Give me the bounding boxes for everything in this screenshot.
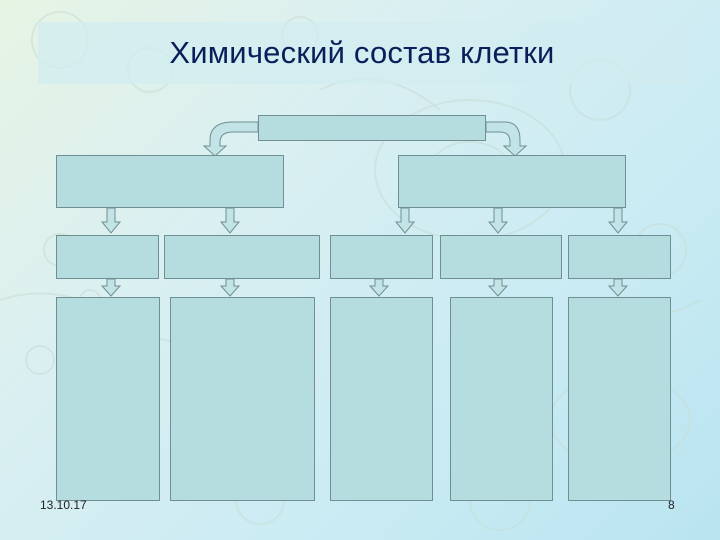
detail-box bbox=[568, 297, 671, 501]
curved-arrow-left-icon bbox=[204, 122, 258, 156]
detail-box bbox=[170, 297, 315, 501]
subcategory-box bbox=[440, 235, 562, 279]
subcategory-box bbox=[330, 235, 433, 279]
down-arrow-icon bbox=[102, 279, 120, 296]
detail-box bbox=[330, 297, 433, 501]
down-arrow-icon bbox=[221, 208, 239, 233]
down-arrow-icon bbox=[221, 279, 239, 296]
slide-page-number: 8 bbox=[668, 498, 675, 512]
down-arrow-icon bbox=[489, 208, 507, 233]
curved-arrow-right-icon bbox=[486, 122, 526, 156]
down-arrow-icon bbox=[609, 208, 627, 233]
category-box-left bbox=[56, 155, 284, 208]
down-arrow-icon bbox=[489, 279, 507, 296]
subcategory-box bbox=[164, 235, 320, 279]
subcategory-box bbox=[56, 235, 159, 279]
down-arrow-icon bbox=[396, 208, 414, 233]
down-arrow-icon bbox=[609, 279, 627, 296]
down-arrow-icon bbox=[102, 208, 120, 233]
subcategory-box bbox=[568, 235, 671, 279]
detail-box bbox=[56, 297, 160, 501]
top-box bbox=[258, 115, 486, 141]
detail-box bbox=[450, 297, 553, 501]
down-arrow-icon bbox=[370, 279, 388, 296]
slide-date: 13.10.17 bbox=[40, 498, 87, 512]
category-box-right bbox=[398, 155, 626, 208]
